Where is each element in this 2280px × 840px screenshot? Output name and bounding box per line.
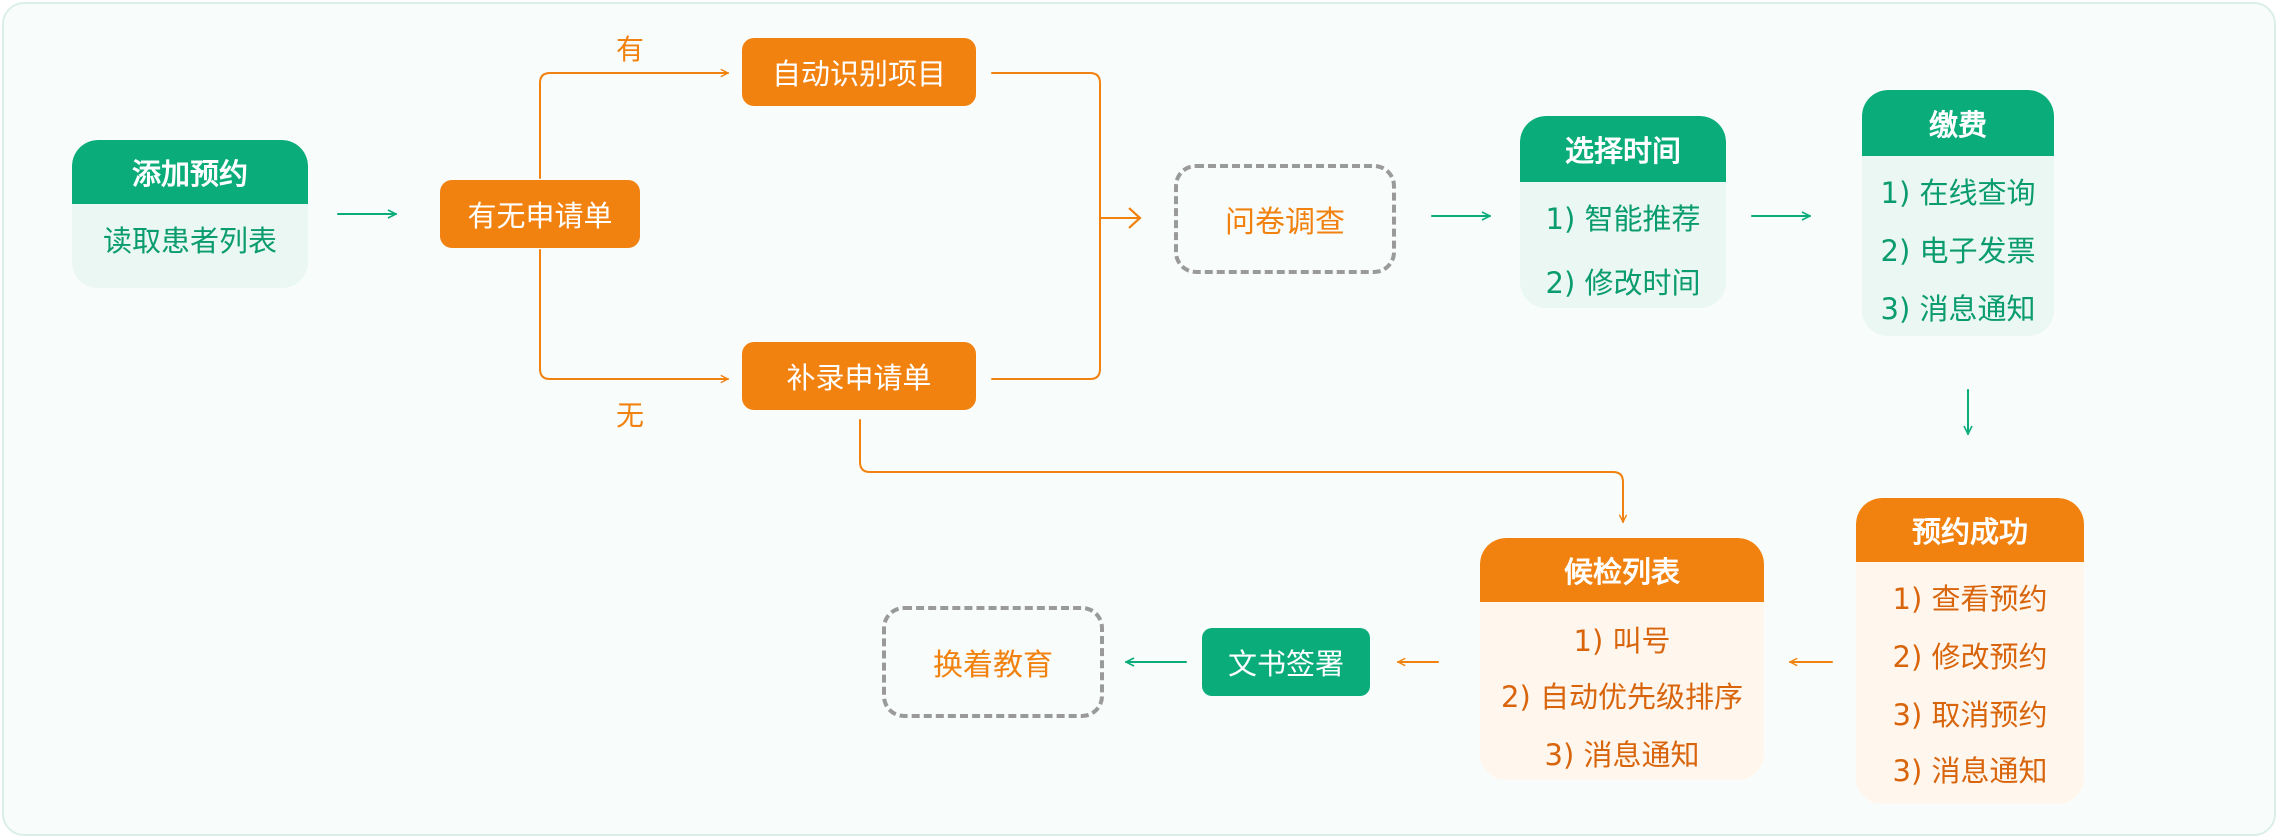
document-sign-box: 文书签署 [1202,628,1370,696]
arrow-request-yes [539,73,729,179]
request-form-decision: 有无申请单 [440,180,640,248]
supplement-request-box: 补录申请单 [742,342,976,410]
booking-success-title: 预约成功 [1856,498,2084,562]
arrow-supplement-to-waiting [859,419,1623,523]
booking-success-item: 3) 取消预约 [1892,698,2048,732]
payment-card: 缴费 1) 在线查询 2) 电子发票 3) 消息通知 [1862,90,2054,336]
booking-success-item: 1) 查看预约 [1892,582,2048,616]
waiting-list-item: 3) 消息通知 [1544,738,1700,772]
add-appointment-title: 添加预约 [72,140,308,204]
payment-item: 3) 消息通知 [1880,292,2036,326]
select-time-title: 选择时间 [1520,116,1726,182]
payment-item: 2) 电子发票 [1880,234,2036,268]
connector-supplement-merge [991,213,1101,380]
branch-yes-label: 有 [616,33,645,66]
select-time-item: 1) 智能推荐 [1545,202,1701,236]
questionnaire-box: 问卷调查 [1174,164,1396,274]
select-time-item: 2) 修改时间 [1545,266,1701,300]
add-appointment-item: 读取患者列表 [102,224,277,258]
waiting-list-card: 候检列表 1) 叫号 2) 自动优先级排序 3) 消息通知 [1480,538,1764,780]
payment-title: 缴费 [1862,90,2054,156]
branch-no-label: 无 [616,399,645,432]
booking-success-card: 预约成功 1) 查看预约 2) 修改预约 3) 取消预约 3) 消息通知 [1856,498,2084,804]
patient-education-box: 换着教育 [882,606,1104,718]
add-appointment-card: 添加预约 读取患者列表 [72,140,308,288]
arrow-request-no [539,249,729,379]
waiting-list-item: 2) 自动优先级排序 [1501,680,1743,714]
booking-success-item: 2) 修改预约 [1892,640,2048,674]
payment-item: 1) 在线查询 [1880,176,2036,210]
waiting-list-title: 候检列表 [1480,538,1764,602]
connector-auto-merge [991,72,1101,215]
waiting-list-item: 1) 叫号 [1573,624,1671,658]
auto-identify-box: 自动识别项目 [742,38,976,106]
select-time-card: 选择时间 1) 智能推荐 2) 修改时间 [1520,116,1726,308]
booking-success-item: 3) 消息通知 [1892,754,2048,788]
